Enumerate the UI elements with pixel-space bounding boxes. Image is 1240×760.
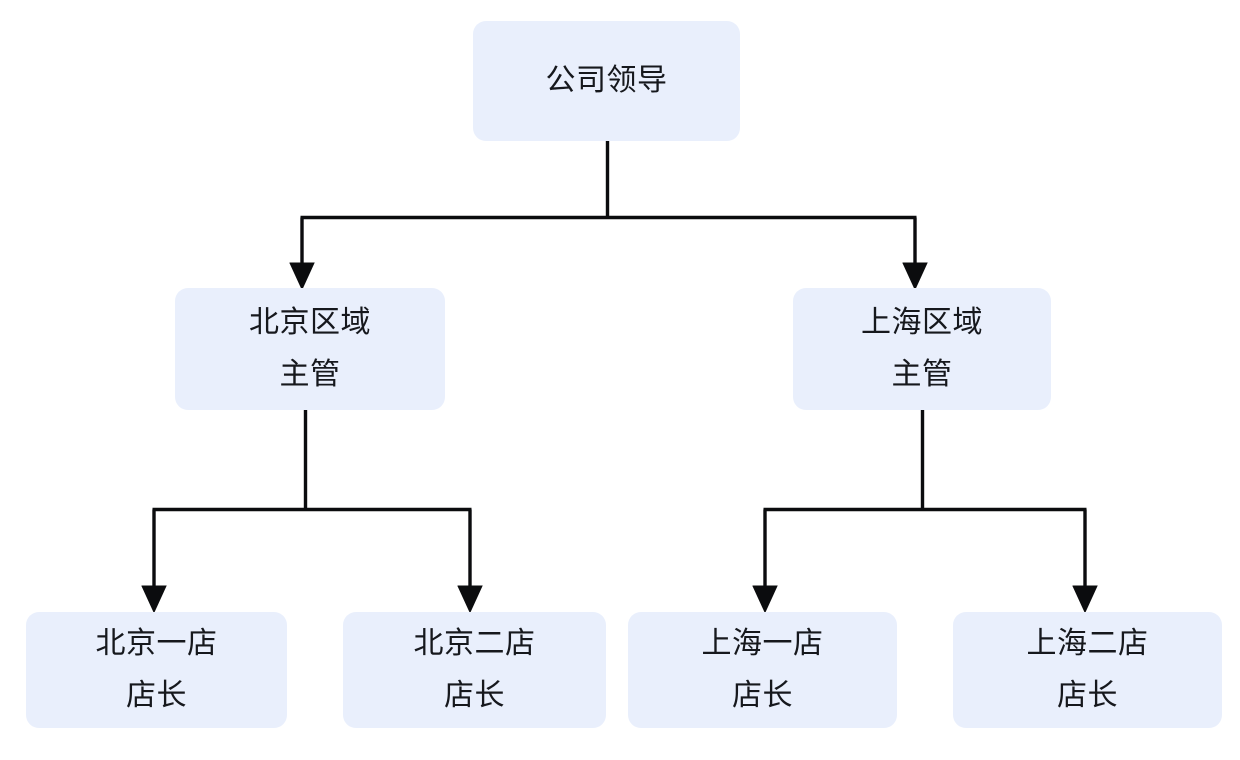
- node-label-line: 北京一店: [95, 627, 218, 660]
- node-label-line: 北京区域: [249, 306, 371, 339]
- edge-root-to-regional-managers: [289, 141, 928, 291]
- edge-beijing-manager-to-stores: [141, 410, 483, 614]
- node-label-line: 上海一店: [701, 627, 824, 660]
- node-company-leadership[interactable]: 公司领导: [473, 21, 740, 141]
- node-label-line: 店长: [732, 679, 793, 712]
- node-label-line: 上海区域: [861, 306, 983, 339]
- edge-shanghai-manager-to-stores: [752, 410, 1098, 614]
- node-label-line: 北京二店: [413, 627, 536, 660]
- node-beijing-store-2-manager[interactable]: 北京二店 店长: [343, 612, 606, 728]
- node-beijing-store-1-manager[interactable]: 北京一店 店长: [26, 612, 287, 728]
- node-label-line: 店长: [126, 679, 187, 712]
- node-label-line: 主管: [891, 358, 953, 391]
- node-label-line: 店长: [444, 679, 505, 712]
- node-shanghai-store-2-manager[interactable]: 上海二店 店长: [953, 612, 1222, 728]
- node-shanghai-store-1-manager[interactable]: 上海一店 店长: [628, 612, 897, 728]
- node-label-line: 主管: [279, 358, 341, 391]
- node-label-line: 店长: [1057, 679, 1118, 712]
- node-beijing-regional-manager[interactable]: 北京区域 主管: [175, 288, 445, 410]
- node-shanghai-regional-manager[interactable]: 上海区域 主管: [793, 288, 1051, 410]
- node-label-line: 上海二店: [1026, 627, 1149, 660]
- node-label-line: 公司领导: [545, 64, 668, 97]
